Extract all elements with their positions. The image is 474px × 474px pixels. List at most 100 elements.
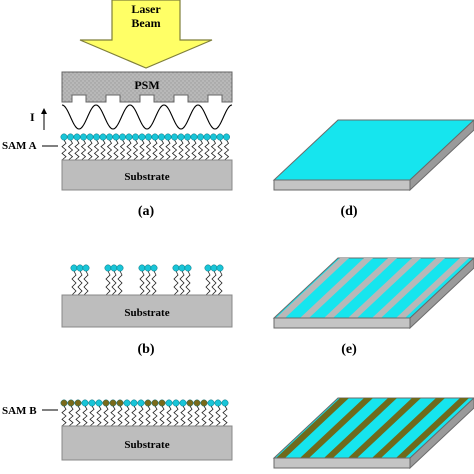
caption-b: (b) [137, 342, 154, 357]
film-e-stripes [276, 258, 469, 318]
sam-b-molecule-chain [75, 405, 81, 427]
panel-d: (d) [272, 119, 474, 219]
sam-a-molecule-head [210, 133, 217, 141]
intensity-arrowhead [41, 108, 47, 114]
sam-a-molecule-head [93, 133, 100, 141]
sam-b-molecule-head [200, 399, 208, 407]
sam-b-molecule-head [102, 399, 110, 407]
sam-a-molecule-head [151, 133, 159, 141]
sam-a-molecule-head [223, 133, 230, 141]
sam-a-island-molecule-head [76, 264, 84, 272]
substrate-a [61, 159, 233, 191]
sam-a-island-molecule-head [110, 264, 118, 272]
phase-mask [61, 71, 233, 103]
sam-a-molecule-chain [171, 139, 178, 161]
sam-b-molecule-chain [103, 405, 109, 427]
film-stripe [372, 398, 445, 458]
sam-a-molecule-head [164, 133, 172, 141]
film-stripe [300, 258, 373, 318]
sam-a-molecule-chain [223, 139, 230, 161]
sam-a-molecule-chain [67, 139, 74, 161]
sam-b-molecule-chain [117, 405, 123, 427]
panel-b: Substrate (b) [61, 264, 233, 357]
laser-beam-arrow [79, 0, 213, 69]
sam-a-molecule-head [130, 399, 138, 407]
sam-a-molecule-head [112, 133, 120, 141]
sam-b-molecule-chain [201, 405, 207, 427]
film-e-front [273, 317, 411, 329]
film-stripe [300, 398, 373, 458]
sam-a-molecule-chain [119, 139, 126, 161]
sam-a-molecule-head [99, 133, 107, 141]
sam-a-molecule-head [184, 133, 191, 141]
sam-a-molecule-head [95, 399, 103, 407]
sam-a-molecule-chain [124, 405, 130, 427]
sam-a-molecule-chain [152, 139, 158, 161]
panel-a: Laser Beam PSM I SAM A Substrate (a) [2, 0, 233, 219]
sam-a-molecule-chain [166, 405, 172, 427]
sam-a-molecule-chain [210, 139, 217, 161]
sam-a-molecule-head [179, 399, 187, 407]
substrate-b [61, 294, 233, 328]
sam-a-molecule-head [221, 399, 229, 407]
sam-a-molecule-chain [93, 139, 100, 161]
film-stripe [324, 398, 397, 458]
sam-a-molecule-chain [61, 139, 67, 161]
sam-a-island-molecule-head [150, 264, 158, 272]
laser-label-line2: Beam [131, 16, 160, 30]
sam-b-molecule-head [158, 399, 166, 407]
film-f-front [273, 457, 411, 469]
sam-b-molecule-head [109, 399, 117, 407]
panel-c: SAM B Substrate [2, 399, 233, 461]
sam-b-molecule-head [186, 399, 194, 407]
sam-a-island-molecule-head [116, 264, 124, 272]
sam-a-molecule-chain [191, 139, 197, 161]
sam-a-molecule-chain [165, 139, 171, 161]
sam-a-island-molecule-head [178, 264, 186, 272]
sam-a-island-molecule-chain [145, 270, 151, 296]
sam-a-island-molecule-head [172, 264, 180, 272]
sam-b-molecule-chain [68, 405, 74, 427]
film-stripe [396, 398, 469, 458]
sam-a-molecule-head [81, 399, 89, 407]
sam-a-patterned-layer [70, 264, 224, 296]
sam-a-island-molecule-head [216, 264, 224, 272]
sam-b-molecule-chain [110, 405, 116, 427]
sam-a-molecule-head [214, 399, 222, 407]
sam-a-molecule-head [158, 133, 165, 141]
sam-a-molecule-chain [222, 405, 228, 427]
film-f-side [409, 397, 474, 470]
sam-b-molecule-chain [159, 405, 165, 427]
laser-label-line1: Laser [131, 2, 161, 16]
sam-a-molecule-head [145, 133, 152, 141]
film-f-stripes [276, 398, 469, 458]
film-d-front [273, 179, 411, 191]
sam-a-island-molecule-chain [77, 270, 83, 296]
sam-a-molecule-chain [139, 139, 145, 161]
sam-a-molecule-chain [113, 139, 119, 161]
panel-f [272, 397, 474, 470]
sam-a-molecule-chain [180, 405, 186, 427]
sam-a-molecule-chain [204, 139, 210, 161]
sam-a-molecule-chain [87, 139, 93, 161]
sam-a-molecule-head [86, 133, 94, 141]
sam-a-molecule-head [165, 399, 173, 407]
sam-a-molecule-chain [80, 139, 87, 161]
sam-b-molecule-head [116, 399, 124, 407]
sam-a-molecule-head [88, 399, 96, 407]
sam-a-island-molecule-head [144, 264, 152, 272]
sam-a-island-molecule-head [82, 264, 90, 272]
sam-a-molecule-chain [178, 139, 184, 161]
sam-a-molecule-chain [96, 405, 102, 427]
sam-a-island-molecule-chain [71, 270, 77, 296]
sam-a-molecule-head [67, 133, 74, 141]
sam-a-molecule-chain [82, 405, 88, 427]
substrate-a-label: Substrate [124, 171, 169, 183]
sam-a-molecule-chain [106, 139, 113, 161]
substrate-c-label: Substrate [124, 439, 169, 451]
sam-a-island-molecule-chain [139, 270, 145, 296]
sam-b-molecule-head [193, 399, 201, 407]
sam-a-molecule-head [197, 133, 204, 141]
sam-a-island-molecule-chain [111, 270, 117, 296]
sam-a-molecule-head [138, 133, 146, 141]
